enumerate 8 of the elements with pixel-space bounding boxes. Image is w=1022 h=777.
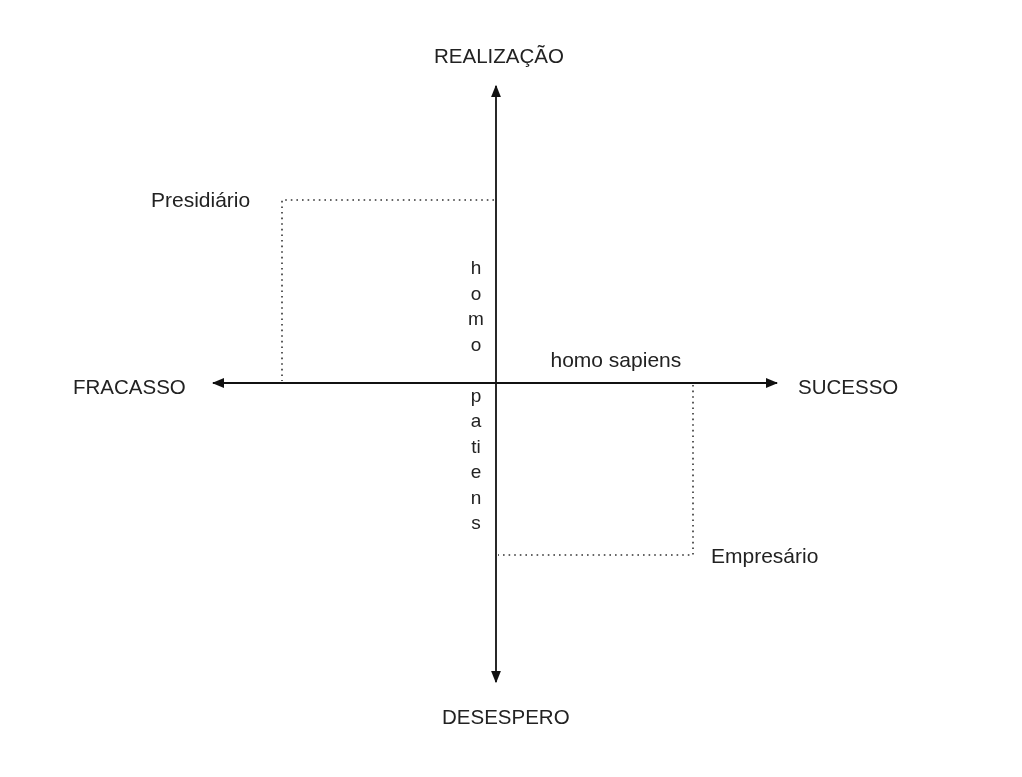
quadrant-label: Empresário: [711, 544, 819, 569]
quadrant-label: Presidiário: [151, 188, 251, 213]
axis-label: FRACASSO: [73, 375, 186, 399]
horizontal-axis-label: homo sapiens: [550, 348, 682, 373]
axis-label: DESESPERO: [442, 705, 570, 729]
axis-label: REALIZAÇÃO: [434, 44, 564, 68]
axis-label: SUCESSO: [798, 375, 899, 399]
vertical-axis-label: homo patiens: [468, 256, 484, 535]
